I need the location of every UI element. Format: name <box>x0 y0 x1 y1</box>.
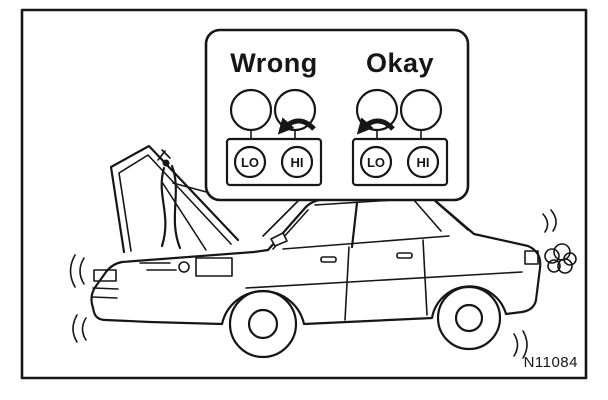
rotate-toward-lo-arrow-icon <box>356 117 395 135</box>
hi-label: HI <box>291 155 304 170</box>
headlight <box>93 269 117 282</box>
lo-label: LO <box>241 155 259 170</box>
rear-wheel <box>436 285 502 351</box>
okay-section: Okay LO HI <box>351 48 449 187</box>
figure-frame <box>20 8 588 380</box>
front-wheel <box>228 289 298 359</box>
knob-lo <box>359 145 393 179</box>
wrong-label: Wrong <box>230 48 317 78</box>
wrong-section: Wrong LO HI <box>225 48 323 187</box>
exhaust-cloud-icon <box>544 243 577 274</box>
battery <box>195 257 233 277</box>
okay-label: Okay <box>366 48 434 78</box>
car-body-outline <box>90 191 542 326</box>
callout-box: Wrong LO HI Okay <box>172 28 470 237</box>
open-hood <box>109 144 240 254</box>
knob-panel <box>225 137 323 187</box>
rotate-toward-hi-arrow-icon <box>277 117 316 135</box>
figure-id: N11084 <box>524 354 578 371</box>
knob-lo <box>233 145 267 179</box>
car-glass-lines <box>272 198 469 250</box>
vibration-marks <box>69 209 557 359</box>
callout-leader-line <box>262 199 300 237</box>
hi-label: HI <box>417 155 430 170</box>
hood-prop-rod <box>161 181 207 251</box>
callout-frame <box>204 28 470 202</box>
taillight <box>524 250 539 265</box>
knob-panel <box>351 137 449 187</box>
side-mirror <box>270 232 288 247</box>
car-side-details <box>245 232 523 321</box>
knob-hi <box>406 145 440 179</box>
knob-hi <box>280 145 314 179</box>
engine-bay <box>139 257 233 277</box>
lo-label: LO <box>367 155 385 170</box>
jumper-cables <box>157 149 182 250</box>
car-front-rear-details <box>91 250 539 299</box>
door-handle <box>396 252 413 259</box>
door-handle <box>320 256 337 263</box>
